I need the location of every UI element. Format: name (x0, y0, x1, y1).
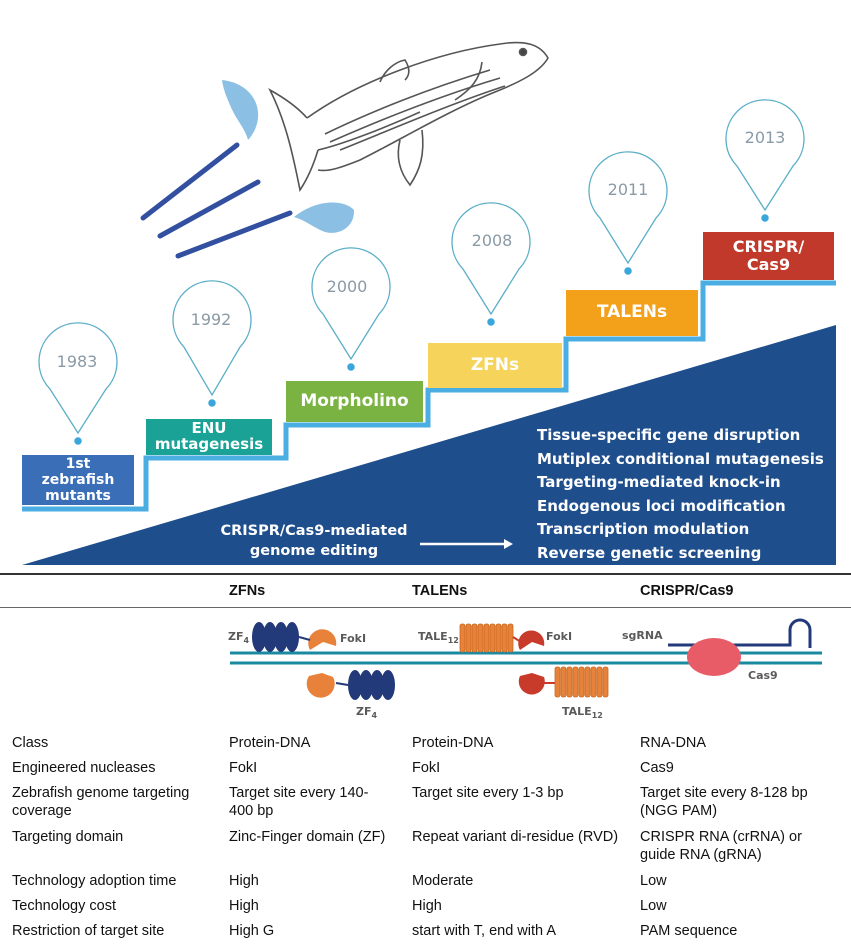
zfn-cell: High G (229, 923, 275, 939)
milestone-enu-mutagenesis: ENU mutagenesis (146, 419, 272, 455)
applications-list: Tissue-specific gene disruption Mutiplex… (537, 424, 824, 565)
zf-label: ZF4 (228, 630, 250, 646)
row-label: Zebrafish genome targeting coverage (12, 785, 190, 819)
crispr-cell: Low (640, 873, 667, 889)
year-pins (38, 99, 805, 447)
zfn-cell: FokI (229, 760, 258, 776)
application-item: Transcription modulation (537, 520, 750, 538)
talen-cell: start with T, end with A (412, 923, 556, 939)
pin-dot-icon (485, 316, 497, 328)
pin-dot-icon (622, 265, 634, 277)
row-label: Engineered nucleases (12, 760, 156, 776)
column-header-talens: TALENs (412, 583, 468, 599)
crispr-cell: Cas9 (640, 760, 674, 776)
map-pin-icon (38, 322, 118, 435)
timeline-graphic (22, 41, 836, 565)
foki-label: FokI (340, 632, 367, 645)
header-rule (0, 607, 851, 608)
pin-dot-icon (206, 397, 218, 409)
crispr-cell: PAM sequence (640, 923, 738, 939)
milestone-morpholino: Morpholino (286, 381, 423, 422)
milestone-talens: TALENs (566, 290, 698, 336)
staircase-line (22, 280, 836, 512)
year-label: 2011 (607, 180, 649, 199)
zebrafish-icon (268, 41, 549, 193)
zfn-diagram (252, 622, 395, 700)
cas9-label: Cas9 (748, 669, 778, 682)
year-label: 1983 (56, 352, 98, 371)
crispr-cell: CRISPR RNA (crRNA) or guide RNA (gRNA) (640, 829, 802, 863)
application-item: Endogenous loci modification (537, 496, 786, 515)
mechanism-diagrams (230, 618, 822, 700)
pin-dot-icon (759, 212, 771, 224)
milestone-zfns: ZFNs (428, 343, 562, 388)
crispr-ramp (22, 325, 836, 565)
year-label: 2013 (744, 128, 786, 147)
pin-dot-icon (345, 361, 357, 373)
crispr-cell: Low (640, 898, 667, 914)
map-pin-icon (725, 99, 805, 212)
map-pin-icon (451, 202, 531, 316)
map-pin-icon (311, 247, 391, 361)
crispr-cell: RNA-DNA (640, 735, 707, 751)
talen-cell: Repeat variant di-residue (RVD) (412, 829, 619, 845)
row-label: Class (12, 735, 49, 751)
zfn-cell: High (229, 873, 259, 889)
map-pin-icon (588, 151, 668, 265)
water-drop-icon (294, 202, 355, 233)
milestone-crispr-cas9: CRISPR/ Cas9 (703, 232, 834, 280)
application-item: Tissue-specific gene disruption (537, 426, 801, 444)
talen-diagram (459, 623, 609, 698)
crispr-diagram (668, 618, 812, 676)
row-label: Technology adoption time (12, 873, 177, 889)
year-label: 2000 (326, 277, 368, 296)
column-header-crispr: CRISPR/Cas9 (640, 583, 734, 599)
sgrna-label: sgRNA (622, 629, 663, 642)
zfn-cell: High (229, 898, 259, 914)
year-label: 2008 (471, 231, 513, 250)
column-header-zfns: ZFNs (229, 583, 266, 599)
year-label: 1992 (190, 310, 232, 329)
zfn-cell: Protein-DNA (229, 735, 311, 751)
crispr-cell: Target site every 8-128 bp (NGG PAM) (640, 785, 808, 819)
arrow-right-icon (420, 539, 513, 549)
row-label: Targeting domain (12, 829, 124, 845)
talen-cell: High (412, 898, 442, 914)
foki-label: FokI (546, 630, 573, 643)
row-label: Technology cost (12, 898, 116, 914)
zfn-cell: Target site every 140-400 bp (229, 785, 369, 819)
application-item: Targeting-mediated knock-in (537, 473, 781, 491)
application-item: Mutiplex conditional mutagenesis (537, 449, 824, 468)
motion-lines-icon (140, 142, 293, 259)
talen-cell: Protein-DNA (412, 735, 494, 751)
crispr-caption: CRISPR/Cas9-mediated genome editing (220, 523, 408, 559)
talen-cell: FokI (412, 760, 441, 776)
tale-label: TALE12 (418, 630, 459, 646)
zf-label: ZF4 (356, 705, 378, 721)
table-top-rule (0, 573, 851, 575)
talen-cell: Target site every 1-3 bp (412, 785, 564, 801)
zfn-cell: Zinc-Finger domain (ZF) (229, 829, 386, 845)
water-drop-icon (222, 80, 259, 140)
pin-dot-icon (72, 435, 84, 447)
talen-cell: Moderate (412, 873, 474, 889)
row-label: Restriction of target site (12, 923, 165, 939)
application-item: Reverse genetic screening (537, 543, 762, 562)
milestone-first-mutants: 1st zebrafish mutants (22, 455, 134, 505)
tale-label: TALE12 (562, 705, 603, 721)
map-pin-icon (172, 280, 252, 397)
